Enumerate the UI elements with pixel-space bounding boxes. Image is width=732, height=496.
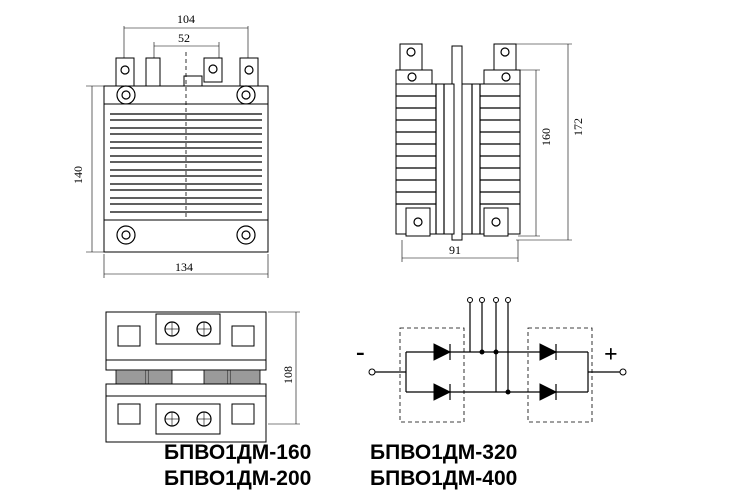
diode-icon [539, 343, 558, 361]
dim-140: 140 [71, 166, 85, 184]
model-label: БПВО1ДМ-160 [164, 441, 311, 464]
front-fins [110, 113, 262, 213]
front-view: 104 52 [71, 12, 269, 278]
model-label: БПВО1ДМ-400 [370, 467, 517, 490]
dim-134: 134 [175, 260, 193, 274]
model-labels: БПВО1ДМ-160 БПВО1ДМ-200 БПВО1ДМ-320 БПВО… [164, 441, 517, 490]
dim-160: 160 [539, 128, 553, 146]
plus-label: + [604, 342, 618, 368]
model-label: БПВО1ДМ-320 [370, 441, 517, 464]
minus-label: - [356, 337, 365, 366]
circuit-schematic: - [356, 297, 627, 423]
dim-108: 108 [281, 366, 295, 384]
diode-icon [433, 343, 452, 361]
side-view: 160 172 91 [395, 43, 585, 262]
dim-91: 91 [449, 243, 461, 257]
dim-172: 172 [571, 118, 585, 136]
dim-104: 104 [177, 12, 195, 26]
diode-icon [433, 383, 452, 401]
diode-icon [539, 383, 558, 401]
dim-52: 52 [178, 31, 190, 45]
top-view: 108 [105, 311, 300, 443]
model-label: БПВО1ДМ-200 [164, 467, 311, 490]
